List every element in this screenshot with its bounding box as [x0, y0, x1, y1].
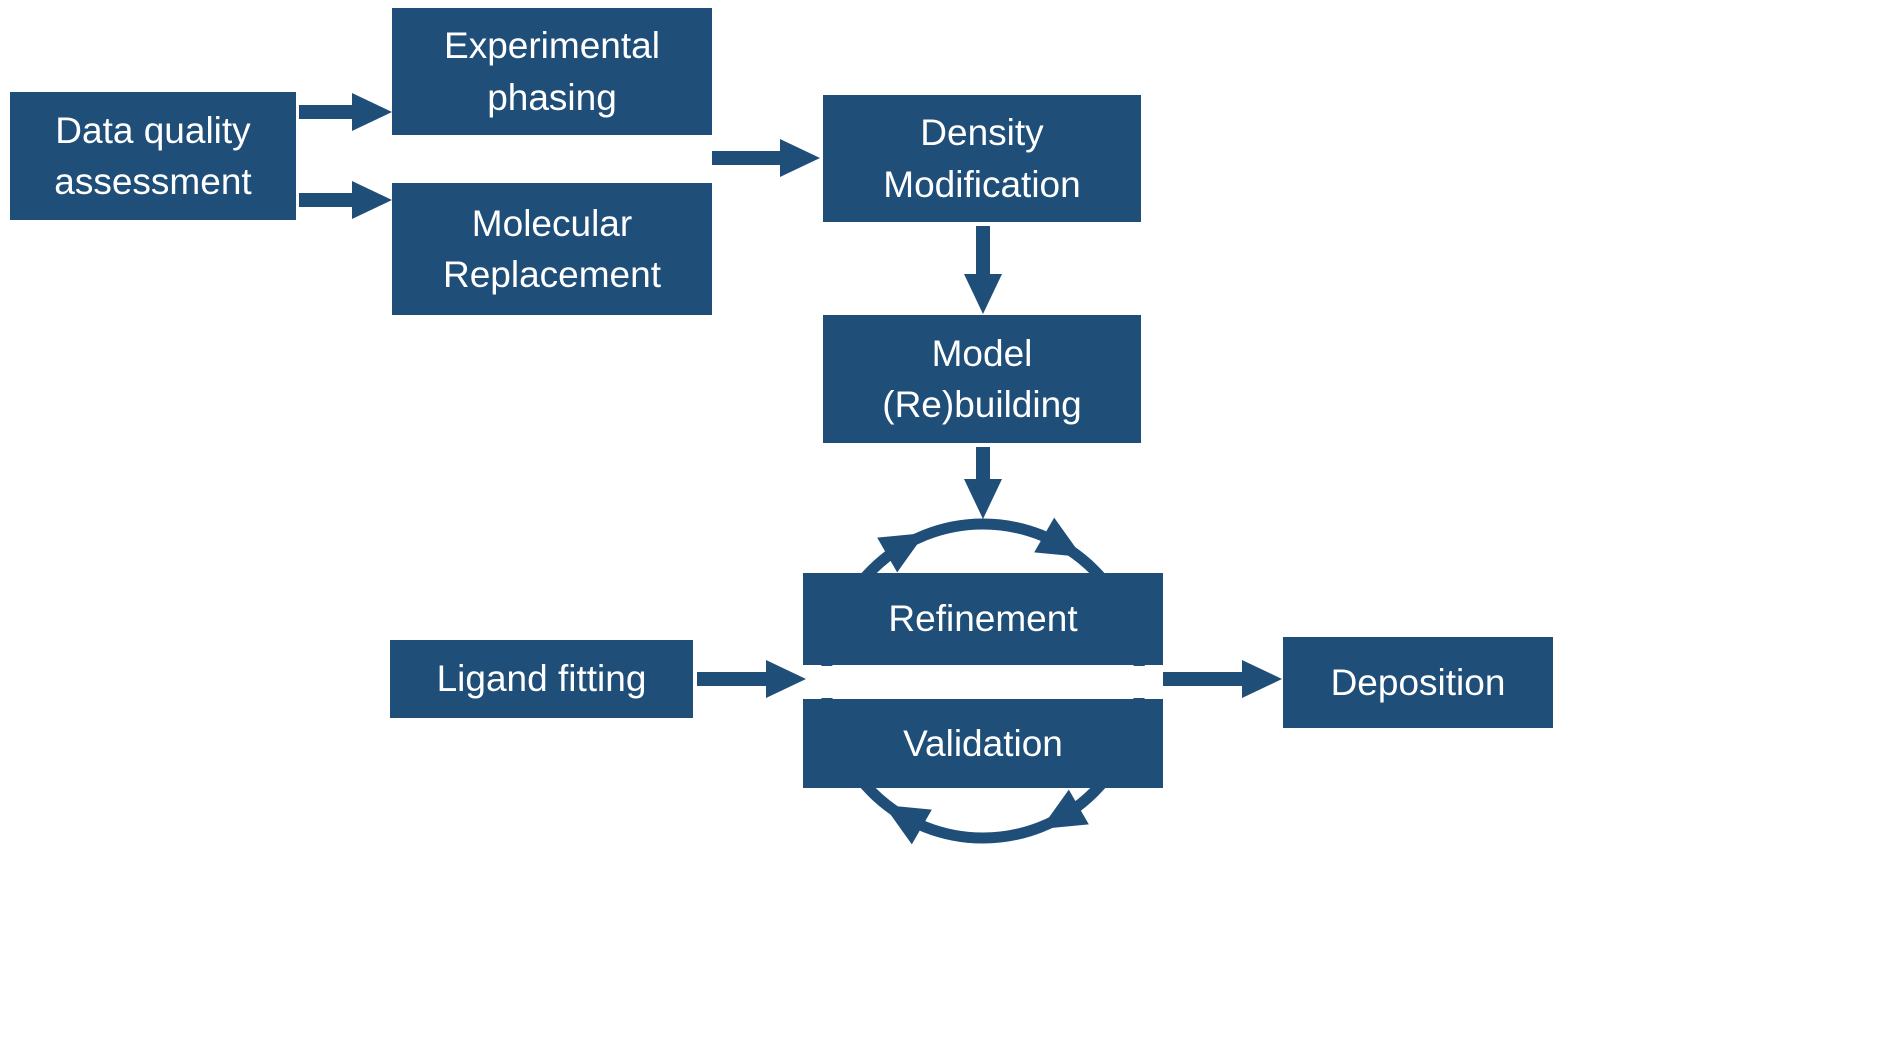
node-model-rebuilding: Model (Re)building — [823, 315, 1141, 443]
node-label-line: Validation — [903, 722, 1063, 764]
node-density-modification: Density Modification — [823, 95, 1141, 222]
node-label-line: (Re)building — [882, 384, 1082, 425]
node-label-line: Experimental — [444, 25, 660, 67]
node-molecular-replacement: Molecular Replacement — [392, 183, 712, 315]
node-ligand-fitting: Ligand fitting — [390, 640, 693, 718]
node-label-line: Deposition — [1330, 661, 1506, 703]
node-label-line: phasing — [487, 76, 617, 118]
arrow-model-rebuilding-to-refinement-icon — [964, 447, 1002, 519]
arrow-density-modification-to-model-rebuilding-icon — [964, 226, 1002, 314]
node-data-quality-assessment: Data quality assessment — [10, 92, 296, 220]
arrow-phasing-to-density-modification-icon — [712, 139, 820, 177]
node-label-line: Data quality — [55, 109, 251, 151]
node-label-line: Molecular — [471, 202, 633, 244]
node-validation: Validation — [803, 699, 1163, 788]
node-deposition: Deposition — [1283, 637, 1553, 728]
node-label-line: Modification — [883, 163, 1081, 205]
node-label-line: Model — [931, 332, 1033, 374]
node-experimental-phasing: Experimental phasing — [392, 8, 712, 135]
node-refinement: Refinement — [803, 573, 1163, 665]
node-label-line: Density — [920, 112, 1044, 154]
refinement-validation-cycle-arrow-icon — [801, 517, 1165, 845]
node-label-line: Replacement — [442, 254, 661, 295]
node-label-line: Ligand fitting — [436, 658, 647, 700]
arrow-ligand-fitting-to-cycle-icon — [697, 660, 806, 698]
node-label-line: assessment — [54, 161, 252, 202]
arrow-data-quality-to-molecular-replacement-icon — [299, 181, 392, 219]
arrow-data-quality-to-experimental-phasing-icon — [299, 93, 392, 131]
node-label-line: Refinement — [888, 598, 1078, 640]
arrow-cycle-to-deposition-icon — [1163, 660, 1282, 698]
